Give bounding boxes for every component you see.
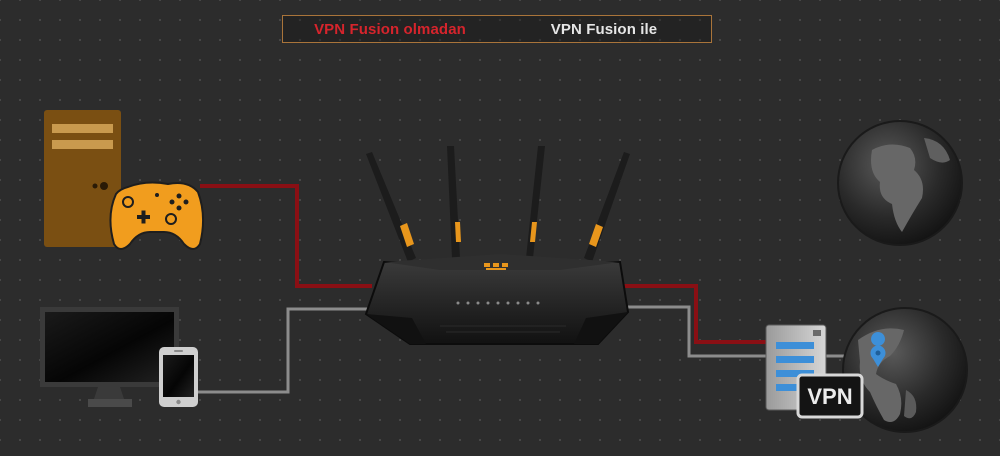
toggle-with-vpn-fusion[interactable]: VPN Fusion ile (550, 20, 658, 38)
monitor-icon (40, 307, 179, 407)
toggle-without-vpn-fusion[interactable]: VPN Fusion olmadan (314, 20, 466, 38)
router-antennas (366, 146, 630, 262)
gray-link-router-server (622, 305, 768, 358)
computer-tower-icon (44, 110, 121, 247)
gamepad-icon (109, 181, 204, 250)
router-status-leds (456, 301, 540, 305)
red-link-pc-router (200, 184, 372, 288)
vpn-mode-toggle: VPN Fusion olmadan VPN Fusion ile (282, 15, 712, 43)
vpn-badge: VPN (796, 373, 864, 419)
router-vents (440, 325, 566, 333)
router-icon (364, 146, 630, 345)
vpn-badge-label: VPN (807, 384, 852, 409)
gray-link-mobile-router (198, 307, 372, 394)
location-pin-icon (870, 332, 886, 367)
red-link-router-server (622, 284, 768, 344)
smartphone-icon (159, 347, 198, 407)
globe-icon (837, 120, 963, 246)
